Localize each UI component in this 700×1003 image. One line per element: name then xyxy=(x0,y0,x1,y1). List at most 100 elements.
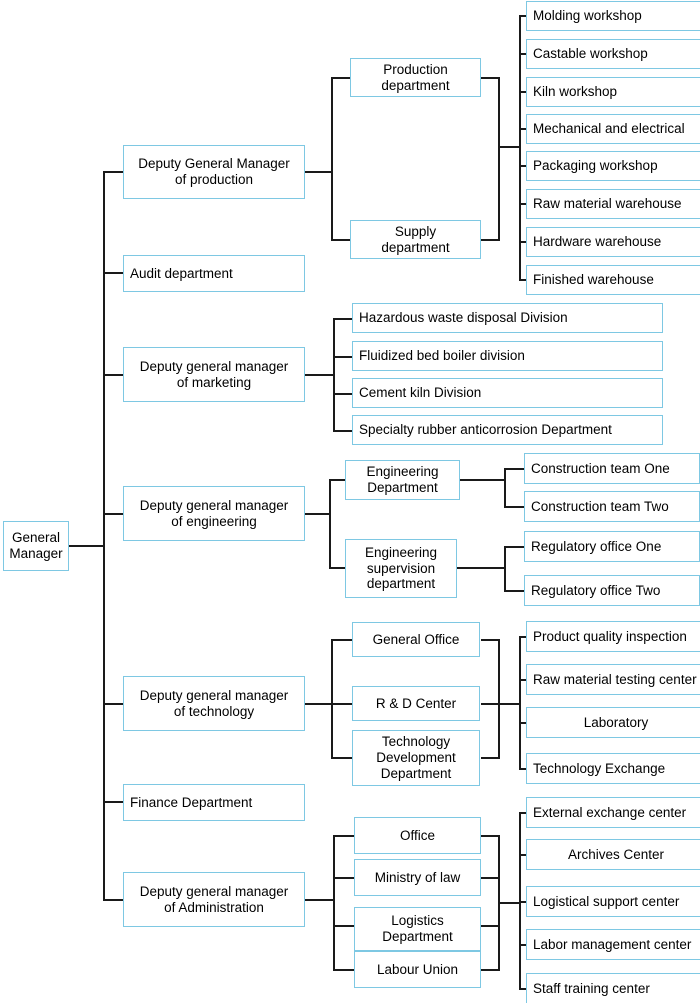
node-castable-workshop[interactable]: Castable workshop xyxy=(526,39,700,69)
node-deputy-gm-technology[interactable]: Deputy general manager of technology xyxy=(123,676,305,731)
node-technology-development-department[interactable]: Technology Development Department xyxy=(352,730,480,786)
connector-engdept-bus xyxy=(504,468,506,507)
node-molding-workshop[interactable]: Molding workshop xyxy=(526,1,700,31)
node-finance-department[interactable]: Finance Department xyxy=(123,784,305,821)
node-labor-management-center[interactable]: Labor management center xyxy=(526,929,700,960)
connector-eng-to-supervision xyxy=(329,567,345,569)
node-packaging-workshop[interactable]: Packaging workshop xyxy=(526,151,700,181)
connector-spine-to-l1-5 xyxy=(103,801,124,803)
connector-tech-to-techdev xyxy=(331,757,353,759)
connector-spine-to-l1-0 xyxy=(103,171,124,173)
connector-techchild-stub-3 xyxy=(519,768,527,770)
connector-workshop-stub-3 xyxy=(519,128,527,130)
connector-techchild-stub-1 xyxy=(519,679,527,681)
node-technology-exchange[interactable]: Technology Exchange xyxy=(526,753,700,784)
connector-admincenter-stub-3 xyxy=(519,944,527,946)
connector-admin-to-office xyxy=(333,835,355,837)
connector-spine-to-l1-1 xyxy=(103,272,124,274)
connector-tech-to-genoffice xyxy=(331,639,353,641)
connector-admincenters-bus xyxy=(519,812,521,988)
connector-supply-out xyxy=(481,239,500,241)
node-audit-department[interactable]: Audit department xyxy=(123,255,305,292)
connector-regoffice-stub-0 xyxy=(504,546,525,548)
node-deputy-gm-marketing[interactable]: Deputy general manager of marketing xyxy=(123,347,305,402)
connector-spine-to-l1-2 xyxy=(103,374,124,376)
connector-marketing-stub-1 xyxy=(333,356,353,358)
connector-workshops-bus xyxy=(519,15,521,279)
node-production-department[interactable]: Production department xyxy=(350,58,481,97)
node-hazardous-waste-disposal-division[interactable]: Hazardous waste disposal Division xyxy=(352,303,663,333)
connector-marketing-out xyxy=(305,374,335,376)
node-mechanical-and-electrical[interactable]: Mechanical and electrical xyxy=(526,114,700,144)
connector-prod-to-production xyxy=(331,77,351,79)
node-regulatory-office-two[interactable]: Regulatory office Two xyxy=(524,575,700,606)
node-finished-warehouse[interactable]: Finished warehouse xyxy=(526,265,700,295)
connector-admincenter-stub-4 xyxy=(519,988,527,990)
node-cement-kiln-division[interactable]: Cement kiln Division xyxy=(352,378,663,408)
node-deputy-gm-production[interactable]: Deputy General Manager of production xyxy=(123,145,305,199)
connector-prod-right-bus-mid xyxy=(498,146,521,148)
connector-marketing-stub-2 xyxy=(333,393,353,395)
node-logistics-department[interactable]: Logistics Department xyxy=(354,907,481,951)
node-deputy-gm-engineering[interactable]: Deputy general manager of engineering xyxy=(123,486,305,541)
node-external-exchange-center[interactable]: External exchange center xyxy=(526,797,700,828)
node-construction-team-two[interactable]: Construction team Two xyxy=(524,491,700,522)
connector-workshop-stub-2 xyxy=(519,91,527,93)
node-logistical-support-center[interactable]: Logistical support center xyxy=(526,886,700,917)
node-rd-center[interactable]: R & D Center xyxy=(352,686,480,721)
connector-technology-bus xyxy=(331,639,333,759)
node-deputy-gm-administration[interactable]: Deputy general manager of Administration xyxy=(123,872,305,927)
connector-admincenter-stub-2 xyxy=(519,901,527,903)
connector-regoffice-stub-1 xyxy=(504,590,525,592)
connector-spine-to-l1-3 xyxy=(103,513,124,515)
connector-logistics-out xyxy=(481,925,500,927)
node-general-manager[interactable]: General Manager xyxy=(3,521,69,571)
node-staff-training-center[interactable]: Staff training center xyxy=(526,973,700,1003)
node-regulatory-office-one[interactable]: Regulatory office One xyxy=(524,531,700,562)
connector-engdept-out xyxy=(460,479,506,481)
node-raw-material-testing-center[interactable]: Raw material testing center xyxy=(526,664,700,695)
connector-techchild-stub-2 xyxy=(519,722,527,724)
connector-administration-out xyxy=(305,899,335,901)
connector-constteam-stub-1 xyxy=(504,506,525,508)
connector-marketing-bus xyxy=(333,318,335,432)
connector-engsup-out xyxy=(457,567,506,569)
connector-technology-out xyxy=(305,703,333,705)
connector-admin-to-union xyxy=(333,969,355,971)
node-fluidized-bed-boiler-division[interactable]: Fluidized bed boiler division xyxy=(352,341,663,371)
node-general-office[interactable]: General Office xyxy=(352,622,480,657)
node-archives-center[interactable]: Archives Center xyxy=(526,839,700,870)
connector-marketing-stub-3 xyxy=(333,430,353,432)
node-ministry-of-law[interactable]: Ministry of law xyxy=(354,859,481,896)
node-laboratory[interactable]: Laboratory xyxy=(526,707,700,738)
connector-prod-to-supply xyxy=(331,239,351,241)
connector-spine-to-l1-4 xyxy=(103,703,124,705)
node-product-quality-inspection[interactable]: Product quality inspection xyxy=(526,621,700,652)
connector-root-out xyxy=(68,545,104,547)
connector-workshop-stub-5 xyxy=(519,203,527,205)
connector-admincenter-stub-0 xyxy=(519,812,527,814)
connector-tech-right-bus xyxy=(498,639,500,759)
connector-tech-to-rdcenter xyxy=(331,703,353,705)
node-raw-material-warehouse[interactable]: Raw material warehouse xyxy=(526,189,700,219)
connector-genoffice-out xyxy=(481,639,500,641)
node-labour-union[interactable]: Labour Union xyxy=(354,951,481,988)
connector-admincenter-stub-1 xyxy=(519,854,527,856)
connector-techdev-out xyxy=(481,757,500,759)
node-engineering-department[interactable]: Engineering Department xyxy=(345,460,460,500)
connector-prod-out xyxy=(305,171,333,173)
node-hardware-warehouse[interactable]: Hardware warehouse xyxy=(526,227,700,257)
node-kiln-workshop[interactable]: Kiln workshop xyxy=(526,77,700,107)
node-specialty-rubber-anticorrosion-department[interactable]: Specialty rubber anticorrosion Departmen… xyxy=(352,415,663,445)
node-engineering-supervision-department[interactable]: Engineering supervision department xyxy=(345,539,457,598)
connector-techchild-stub-0 xyxy=(519,636,527,638)
node-construction-team-one[interactable]: Construction team One xyxy=(524,453,700,484)
connector-rdcenter-out xyxy=(481,703,521,705)
connector-marketing-stub-0 xyxy=(333,318,353,320)
node-supply-department[interactable]: Supply department xyxy=(350,220,481,259)
connector-workshop-stub-0 xyxy=(519,15,527,17)
node-office[interactable]: Office xyxy=(354,817,481,854)
connector-office-out xyxy=(481,835,500,837)
connector-admin-to-logistics xyxy=(333,925,355,927)
